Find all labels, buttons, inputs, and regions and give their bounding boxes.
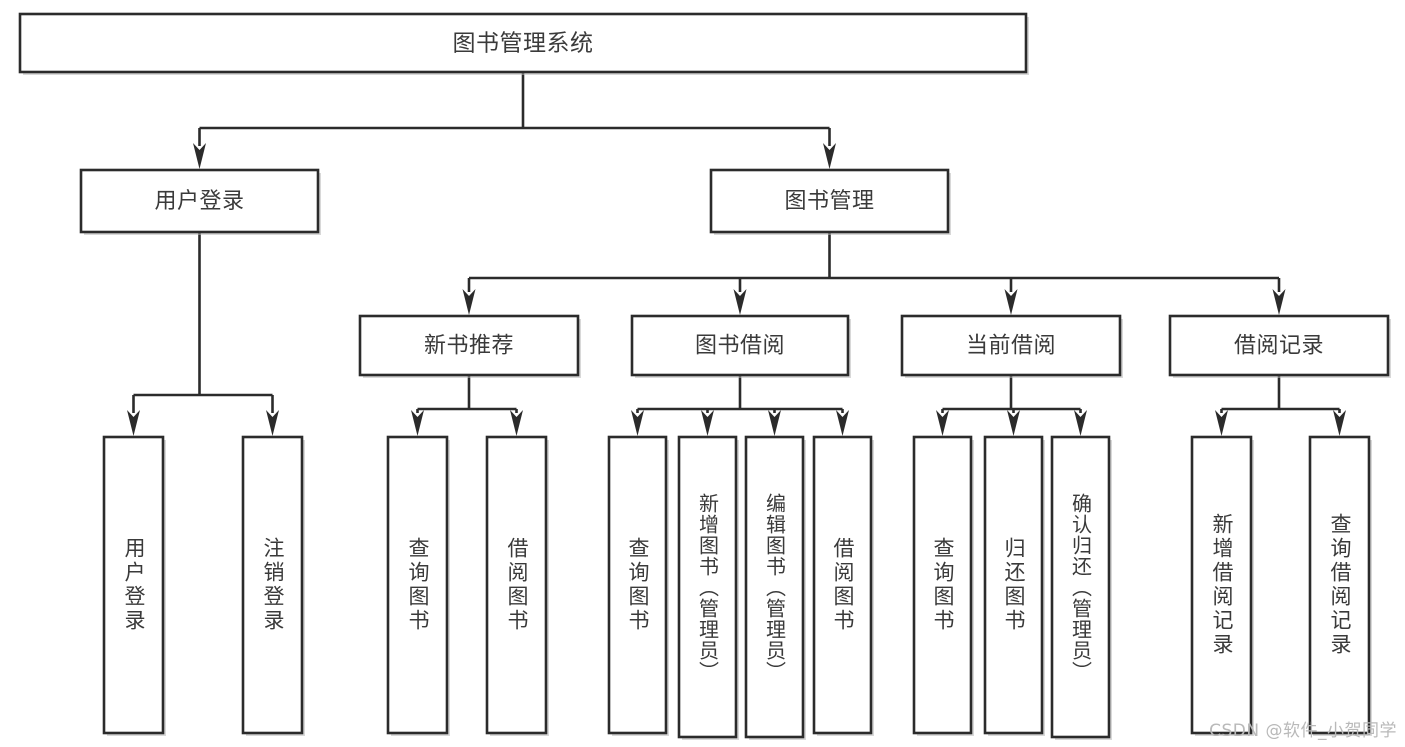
node-leaf-user-login[interactable] <box>102 435 166 736</box>
node-current-borrow[interactable] <box>900 314 1123 378</box>
node-label: 新书推荐 <box>424 334 514 359</box>
node-user-login[interactable] <box>79 168 321 235</box>
node-leaf-add-book[interactable] <box>677 435 739 740</box>
node-leaf-query-book-1[interactable] <box>386 435 450 736</box>
node-box <box>386 435 449 735</box>
node-leaf-query-record[interactable] <box>1308 435 1372 736</box>
node-leaf-return-book[interactable] <box>983 435 1045 736</box>
node-box <box>607 435 668 735</box>
node-leaf-borrow-book-1[interactable] <box>485 435 549 736</box>
node-box <box>709 168 950 234</box>
node-leaf-edit-book[interactable] <box>744 435 806 740</box>
node-label: 图书管理 <box>784 189 874 214</box>
node-box <box>358 314 580 377</box>
node-book-manage[interactable] <box>709 168 951 235</box>
node-root[interactable] <box>18 12 1029 75</box>
node-label: 图书管理系统 <box>453 31 594 57</box>
node-box <box>79 168 320 234</box>
node-leaf-borrow-book-2[interactable] <box>812 435 874 736</box>
node-box <box>677 435 738 739</box>
node-box <box>102 435 165 735</box>
node-leaf-confirm-return[interactable] <box>1050 435 1112 740</box>
node-new-book-rec[interactable] <box>358 314 581 378</box>
node-borrow-record[interactable] <box>1168 314 1391 378</box>
node-box <box>812 435 873 735</box>
node-leaf-logout[interactable] <box>241 435 305 736</box>
node-label: 图书借阅 <box>695 334 785 359</box>
node-box <box>1190 435 1253 735</box>
node-book-borrow[interactable] <box>630 314 851 378</box>
node-box <box>900 314 1122 377</box>
node-label: 当前借阅 <box>966 334 1056 359</box>
node-box <box>744 435 805 739</box>
node-box <box>18 12 1028 74</box>
watermark-text: CSDN @软件_小贺同学 <box>1209 721 1397 741</box>
node-box <box>1050 435 1111 739</box>
node-label: 借阅记录 <box>1234 334 1324 359</box>
node-leaf-query-book-3[interactable] <box>912 435 974 736</box>
node-leaf-query-book-2[interactable] <box>607 435 669 736</box>
node-box <box>1168 314 1390 377</box>
node-label: 用户登录 <box>154 189 244 214</box>
node-leaf-add-record[interactable] <box>1190 435 1254 736</box>
node-box <box>241 435 304 735</box>
node-box <box>1308 435 1371 735</box>
node-box <box>912 435 973 735</box>
edge-layer <box>127 72 1346 436</box>
node-box <box>983 435 1044 735</box>
node-box <box>630 314 850 377</box>
node-box <box>485 435 548 735</box>
